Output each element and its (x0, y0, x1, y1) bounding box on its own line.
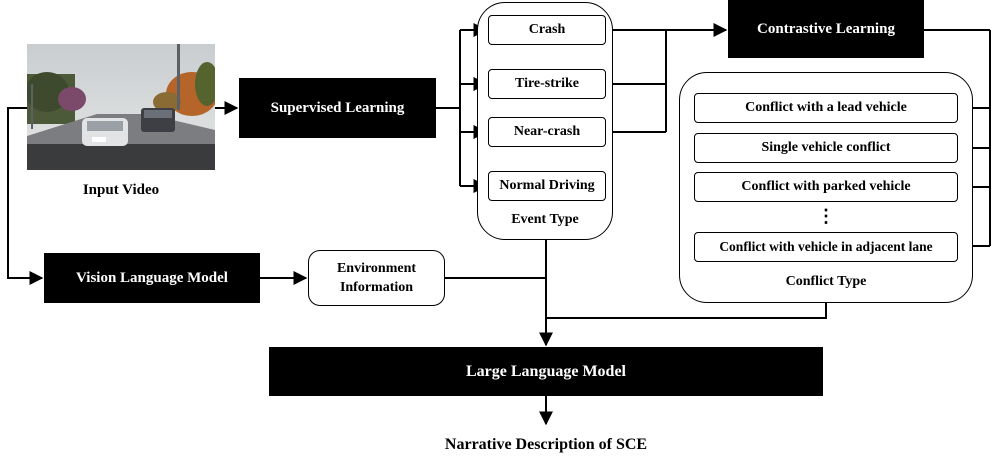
conflict-type-caption: Conflict Type (785, 274, 867, 289)
input-video-caption: Input Video (82, 182, 160, 198)
contrastive-learning-box: Contrastive Learning (728, 0, 924, 58)
conflict-parked-vehicle: Conflict with parked vehicle (694, 172, 958, 202)
supervised-learning-box: Supervised Learning (239, 78, 436, 138)
event-crash: Crash (488, 15, 606, 45)
event-tire-strike: Tire-strike (488, 69, 606, 99)
conflict-single-vehicle: Single vehicle conflict (694, 133, 958, 163)
conflict-lead-vehicle: Conflict with a lead vehicle (694, 93, 958, 123)
event-near-crash: Near-crash (488, 117, 606, 147)
large-language-model-box: Large Language Model (269, 347, 823, 396)
conflict-ellipsis: ⋮ (817, 206, 835, 226)
input-video-frame (27, 44, 215, 170)
conflict-adjacent-lane: Conflict with vehicle in adjacent lane (694, 232, 958, 262)
narrative-description-caption: Narrative Description of SCE (444, 436, 648, 453)
environment-information-box: Environment Information (308, 250, 445, 306)
event-type-caption: Event Type (511, 212, 579, 227)
vision-language-model-box: Vision Language Model (44, 253, 260, 303)
event-normal-driving: Normal Driving (488, 171, 606, 201)
